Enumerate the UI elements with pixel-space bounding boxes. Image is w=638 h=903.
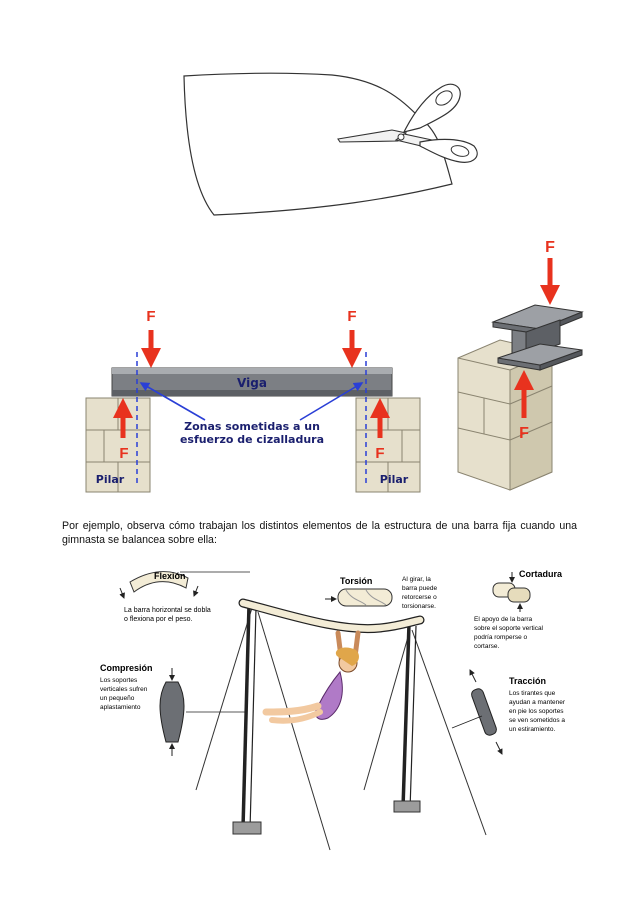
cortadura-desc-1: El apoyo de la barra (474, 616, 533, 623)
traccion-title: Tracción (509, 676, 546, 686)
shear-pointer-left (139, 382, 206, 421)
compresion-desc-3: un pequeño (100, 695, 135, 702)
shear-zone-label-line-2: esfuerzo de cizalladura (180, 433, 324, 446)
traccion-desc-5: un estiramiento. (509, 726, 555, 733)
ibeam-force-label-bottom: F (519, 425, 529, 442)
force-label-top-right: F (347, 308, 356, 325)
torsion-desc-2: barra puede (402, 585, 437, 592)
base-left (232, 821, 262, 835)
torsion-desc-1: Al girar, la (402, 576, 431, 583)
compression-detail (159, 668, 246, 756)
scissors-hole-top (435, 90, 453, 106)
ibeam-figure: F F (457, 239, 584, 491)
guy-wire-3 (363, 629, 411, 791)
gymnast (262, 630, 361, 724)
shear-pointer-right (299, 382, 364, 421)
shear-detail (492, 572, 531, 612)
flexion-title: Flexión (154, 571, 186, 581)
flexion-desc-2: o flexiona por el peso. (124, 616, 193, 623)
guy-wire-4 (411, 629, 487, 836)
upright-right-inner (409, 625, 417, 811)
base-right (393, 800, 421, 813)
traccion-desc-4: se ven sometidos a (509, 717, 565, 724)
torsion-desc-4: torsionarse. (402, 603, 436, 610)
scissors-hole-bottom (450, 145, 470, 157)
upright-left-inner (249, 607, 257, 831)
compresion-title: Compresión (100, 663, 153, 673)
cortadura-desc-3: podría romperse o (474, 634, 527, 641)
guy-wire-1 (195, 607, 253, 791)
pillar-right-label: Pilar (380, 473, 409, 486)
paper-sheet (183, 72, 453, 216)
traccion-desc-1: Los tirantes que (509, 690, 556, 697)
cortadura-desc-2: sobre el soporte vertical (474, 625, 544, 632)
compresion-desc-2: verticales sufren (100, 686, 148, 693)
scissors-handle-top (402, 83, 461, 133)
beam-figure: Viga F F F F Zonas sometidas a un esfuer… (85, 308, 421, 493)
torsion-detail (325, 588, 393, 607)
guy-wire-2 (257, 611, 331, 851)
force-label-bottom-right: F (375, 445, 384, 462)
flexion-detail (119, 571, 250, 599)
upright-left (241, 604, 251, 829)
upright-right (401, 623, 411, 809)
beam (111, 367, 393, 397)
beam-label: Viga (237, 376, 267, 390)
gymnast-figure: Flexión La barra horizontal se dobla o f… (100, 569, 566, 851)
flexion-desc-1: La barra horizontal se dobla (124, 607, 211, 614)
scissors-pivot (397, 133, 405, 141)
scissors-figure (183, 72, 478, 216)
traction-detail (451, 669, 503, 755)
pillar-left-label: Pilar (96, 473, 125, 486)
ibeam (491, 304, 584, 371)
body-paragraph: Por ejemplo, observa cómo trabajan los d… (62, 520, 577, 546)
cortadura-title: Cortadura (519, 569, 563, 579)
cortadura-desc-4: cortarse. (474, 643, 499, 650)
compresion-desc-4: aplastamiento (100, 704, 141, 711)
force-label-bottom-left: F (119, 445, 128, 462)
shear-zone-label-line-1: Zonas sometidas a un (184, 420, 320, 433)
traccion-desc-2: ayudan a mantener (509, 699, 566, 706)
ibeam-force-label-top: F (545, 239, 555, 256)
force-label-top-left: F (146, 308, 155, 325)
compresion-desc-1: Los soportes (100, 677, 138, 684)
torsion-title: Torsión (340, 576, 372, 586)
traccion-desc-3: en pie los soportes (509, 708, 564, 715)
torsion-desc-3: retorcerse o (402, 594, 437, 601)
